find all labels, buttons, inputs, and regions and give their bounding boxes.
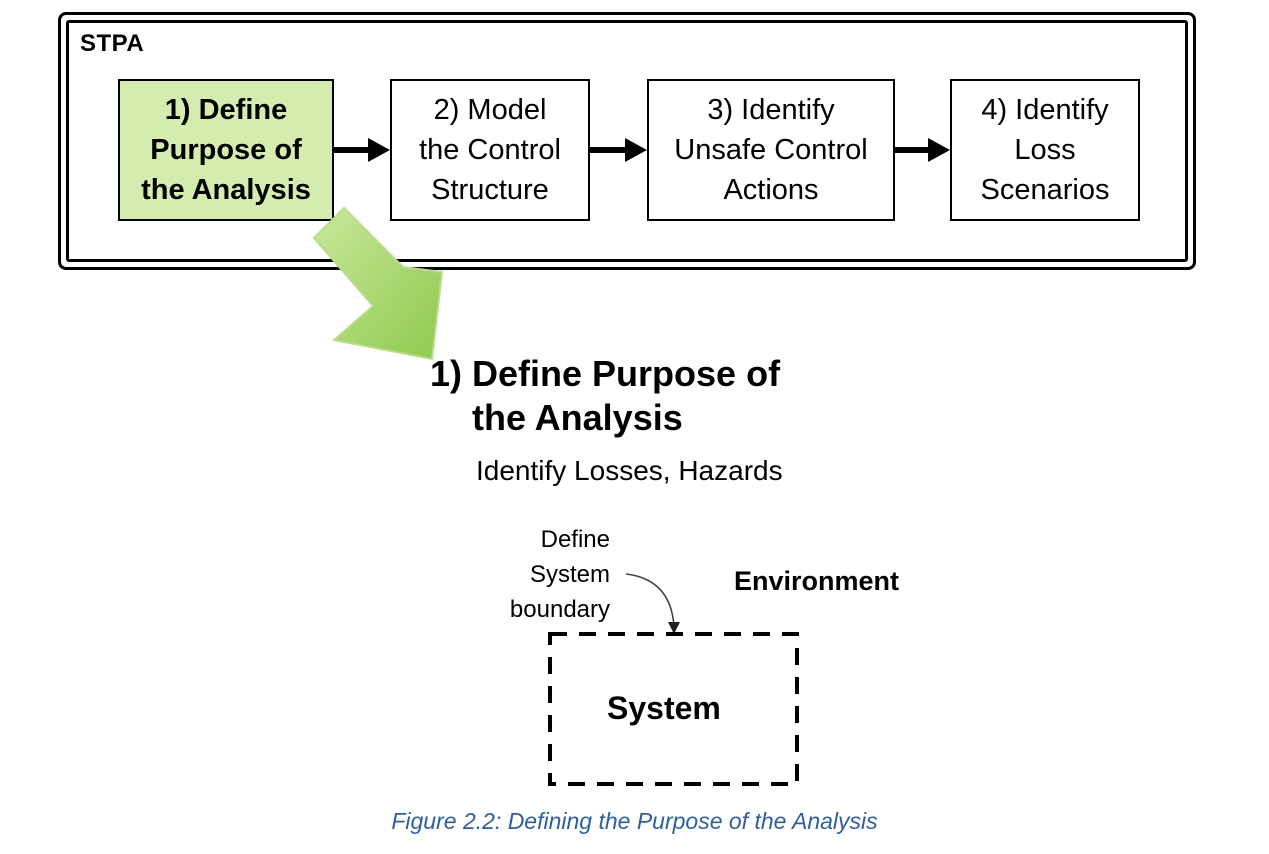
stpa-process-frame [58, 12, 1196, 270]
stpa-label: STPA [80, 30, 145, 57]
step-1-box: 1) Define Purpose of the Analysis [118, 79, 334, 221]
step-3-box: 3) Identify Unsafe Control Actions [647, 79, 895, 221]
detail-title-line-1: 1) Define Purpose of [430, 353, 781, 394]
boundary-pointer-arrow [625, 573, 680, 634]
step-4-box: 4) Identify Loss Scenarios [950, 79, 1140, 221]
environment-label: Environment [734, 566, 900, 596]
detail-subtitle: Identify Losses, Hazards [476, 455, 783, 486]
system-label: System [607, 690, 721, 726]
detail-title-line-2: the Analysis [472, 397, 683, 438]
detail-title: 1) Define Purpose of the Analysis [430, 352, 780, 440]
step-2-box: 2) Model the Control Structure [390, 79, 590, 221]
figure-caption: Figure 2.2: Defining the Purpose of the … [391, 808, 878, 834]
stpa-frame-inner-border [66, 20, 1188, 262]
boundary-note: Define System boundary [509, 526, 610, 623]
